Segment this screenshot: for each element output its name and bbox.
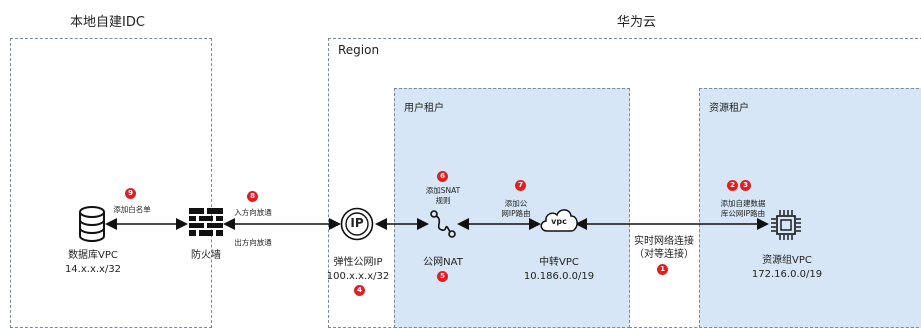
peering-note-2: （对等连接） bbox=[634, 249, 694, 260]
database-icon bbox=[78, 205, 106, 247]
step-badge-8: 8 bbox=[247, 191, 258, 202]
eip-name: 弹性公网IP bbox=[333, 257, 383, 268]
resource-vpc-cidr: 172.16.0.0/19 bbox=[751, 269, 823, 280]
firewall-icon bbox=[189, 208, 223, 240]
eip-glyph: IP bbox=[350, 216, 364, 230]
idc-route-note-1: 添加自建数据 bbox=[720, 199, 766, 208]
peering-note-1: 实时网络连接 bbox=[634, 236, 694, 247]
chip-icon bbox=[768, 208, 804, 246]
eip-icon: IP bbox=[340, 207, 374, 241]
resource-vpc-name: 资源组VPC bbox=[762, 255, 812, 266]
db-vpc-cidr: 14.x.x.x/32 bbox=[64, 264, 122, 275]
connection-lines bbox=[105, 218, 769, 230]
transit-vpc-cidr: 10.186.0.0/19 bbox=[523, 271, 595, 282]
vpc-glyph: vpc bbox=[551, 217, 567, 226]
resource-tenant-label: 资源租户 bbox=[709, 103, 749, 114]
step-badge-6: 6 bbox=[437, 171, 448, 182]
nat-icon bbox=[430, 210, 456, 242]
step-badge-7: 7 bbox=[515, 180, 526, 191]
public-route-note-2: 网IP路由 bbox=[501, 209, 531, 218]
nat-name: 公网NAT bbox=[423, 257, 463, 268]
cloud-heading: 华为云 bbox=[617, 15, 657, 30]
firewall-name: 防火墙 bbox=[191, 250, 221, 261]
user-tenant-label: 用户租户 bbox=[404, 103, 444, 114]
outbound-note: 出方向放通 bbox=[234, 238, 272, 247]
step-badge-9: 9 bbox=[125, 188, 136, 199]
db-vpc-name: 数据库VPC bbox=[68, 250, 118, 261]
whitelist-note: 添加白名单 bbox=[113, 205, 151, 214]
step-badge-5: 5 bbox=[437, 271, 448, 282]
snat-note-2: 规则 bbox=[435, 196, 451, 205]
step-badge-3: 3 bbox=[740, 180, 751, 191]
snat-note-1: 添加SNAT bbox=[425, 186, 461, 195]
inbound-note: 入方向放通 bbox=[234, 208, 272, 217]
step-badge-2: 2 bbox=[727, 180, 738, 191]
region-label: Region bbox=[338, 43, 380, 57]
idc-route-note-2: 库公网IP路由 bbox=[720, 209, 766, 218]
vpc-cloud-icon: vpc bbox=[538, 204, 580, 238]
transit-vpc-name: 中转VPC bbox=[539, 257, 579, 268]
step-badge-4: 4 bbox=[354, 285, 365, 296]
idc-heading: 本地自建IDC bbox=[70, 15, 145, 30]
step-badge-1: 1 bbox=[657, 264, 668, 275]
eip-cidr: 100.x.x.x/32 bbox=[326, 271, 390, 282]
public-route-note-1: 添加公 bbox=[504, 199, 528, 208]
resource-tenant-zone bbox=[699, 88, 921, 328]
